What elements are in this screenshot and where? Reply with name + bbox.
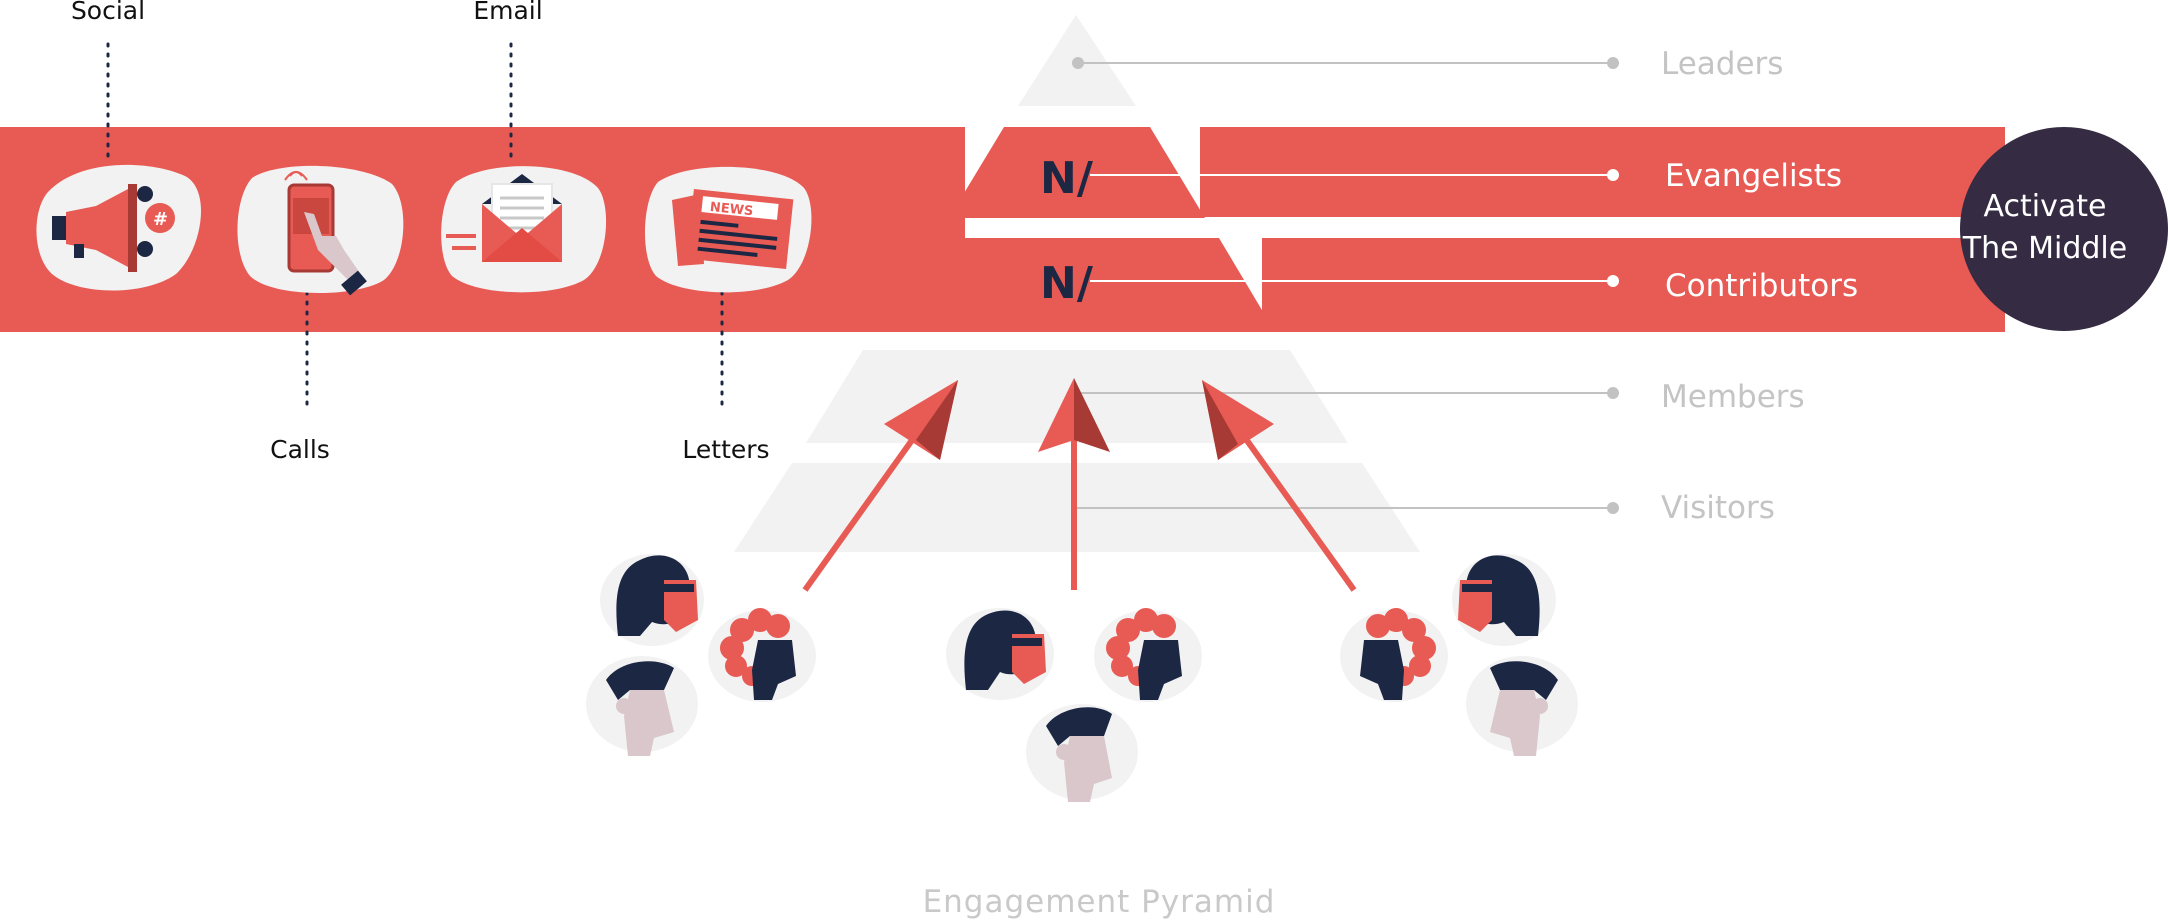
person-curly-icon [1094,608,1202,702]
contributors-logo: N/ [1040,258,1094,309]
band-right-top [1200,127,2005,217]
channel-label-email: Email [473,0,542,25]
channel-label-calls: Calls [270,435,330,464]
person-woman-icon [600,554,704,646]
connector-visitors [1077,502,1619,514]
level-label-evangelists: Evangelists [1665,158,1842,194]
person-curly-icon [708,608,816,702]
activate-callout: Activate The Middle [1960,127,2168,331]
arrow-left [802,380,958,592]
diagram-caption: Engagement Pyramid [923,884,1276,920]
activate-line1: Activate [1984,189,2107,224]
person-man-icon [586,656,698,756]
svg-text:#: # [153,209,168,230]
band-right-bottom [1262,238,2005,332]
activate-line2: The Middle [1962,231,2127,266]
level-label-visitors: Visitors [1661,490,1775,526]
svg-text:NEWS: NEWS [709,200,754,219]
newspaper-icon: NEWS [644,166,812,293]
evangelists-logo: N/ [1040,153,1094,204]
upward-arrows [802,378,1357,592]
connector-evangelists [1090,169,1619,181]
envelope-icon [441,166,607,293]
activate-circle [1960,127,2168,331]
connector-members [1077,387,1619,399]
megaphone-icon: # [36,164,201,291]
person-man-icon [1466,656,1578,756]
phone-tap-icon [237,165,404,296]
arrow-center [1038,378,1110,590]
level-label-members: Members [1661,379,1805,415]
level-connectors [1072,57,1619,514]
person-man-icon [1026,704,1138,802]
connector-contributors [1090,275,1619,287]
channel-label-letters: Letters [682,435,769,464]
tier-evangelists [949,127,1205,218]
channel-label-social: Social [71,0,145,25]
connector-leaders [1072,57,1619,69]
level-label-contributors: Contributors [1665,268,1858,304]
people-group-center [946,608,1202,802]
people-group-right [1340,554,1578,756]
people-group-left [586,554,816,756]
level-label-leaders: Leaders [1661,46,1783,82]
person-woman-icon [1452,554,1556,646]
channel-dotted-leaders [106,42,724,414]
person-curly-icon [1340,608,1448,702]
tier-contributors [877,238,1275,332]
arrow-right [1202,380,1357,592]
person-woman-icon [946,608,1054,700]
